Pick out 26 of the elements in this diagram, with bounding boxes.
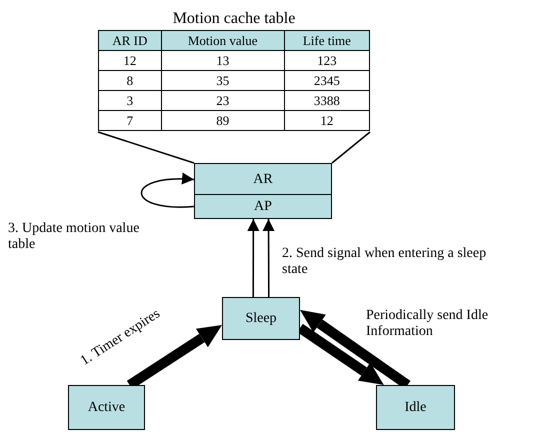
- connector-line: [98, 131, 194, 164]
- table-cell: 8: [98, 70, 162, 90]
- process-box: AR: [194, 163, 332, 196]
- process-box: AP: [194, 194, 332, 219]
- table-cell: 2345: [284, 70, 370, 90]
- table-cell: 7: [98, 110, 162, 130]
- table-cell: 123: [284, 50, 370, 70]
- table-cell: 23: [161, 90, 284, 110]
- state-box: Active: [68, 385, 145, 430]
- arrow: [141, 173, 194, 208]
- header-cell: AR ID: [98, 30, 162, 50]
- arrow: [262, 219, 275, 297]
- table-cell: 35: [161, 70, 284, 90]
- table-cell: 12: [98, 50, 162, 70]
- state-box: Sleep: [222, 297, 300, 340]
- table-cell: 13: [161, 50, 284, 70]
- table-cell: 12: [284, 110, 370, 130]
- table-cell: 3: [98, 90, 162, 110]
- table-cell: 89: [161, 110, 284, 130]
- header-cell: Motion value: [161, 30, 284, 50]
- connector-line: [332, 131, 370, 164]
- table-cell: 3388: [284, 90, 370, 110]
- state-box: Idle: [376, 385, 455, 430]
- table-title: Motion cache table: [172, 9, 296, 29]
- header-cell: Life time: [284, 30, 370, 50]
- arrow: [247, 219, 260, 297]
